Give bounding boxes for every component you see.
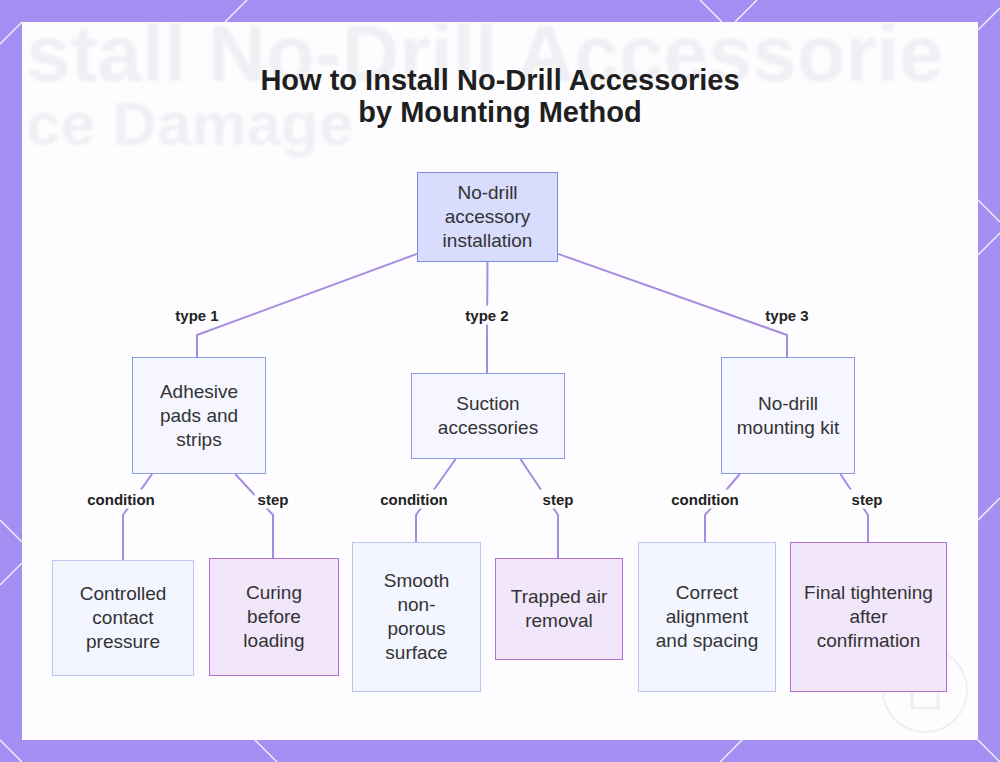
edge-label: step (255, 490, 292, 509)
condition-box: Smooth non-porous surface (352, 542, 481, 692)
node-label: Smooth non-porous surface (375, 569, 458, 665)
connector-line (558, 254, 787, 357)
edge-label: type 3 (762, 306, 811, 325)
step-box: Final tightening after confirmation (790, 542, 947, 692)
condition-box: Controlled contact pressure (52, 560, 194, 676)
connector-line (520, 459, 558, 558)
node-label: No-drill accessory installation (428, 181, 547, 253)
method-box: Suction accessories (411, 373, 565, 459)
edge-label: type 2 (462, 306, 511, 325)
node-label: No-drill mounting kit (734, 392, 842, 440)
node-label: Adhesive pads and strips (145, 380, 253, 452)
connector-line (197, 254, 417, 357)
node-label: Suction accessories (422, 392, 554, 440)
edge-label: condition (377, 490, 451, 509)
root-box: No-drill accessory installation (417, 172, 558, 262)
connector-line (123, 474, 152, 560)
method-box: No-drill mounting kit (721, 357, 855, 474)
condition-box: Correct alignment and spacing (638, 542, 776, 692)
node-label: Trapped air removal (510, 585, 608, 633)
edge-label: step (540, 490, 577, 509)
step-box: Curing before loading (209, 558, 339, 676)
node-label: Final tightening after confirmation (801, 581, 936, 653)
edge-label: condition (84, 490, 158, 509)
node-label: Curing before loading (222, 581, 326, 653)
background-watermark: ce Damage (26, 88, 353, 159)
connector-line (235, 474, 273, 558)
edge-label: condition (668, 490, 742, 509)
step-box: Trapped air removal (495, 558, 623, 660)
diagram-title: How to Install No-Drill Accessories by M… (250, 64, 750, 128)
node-label: Correct alignment and spacing (651, 581, 763, 653)
method-box: Adhesive pads and strips (132, 357, 266, 474)
edge-label: type 1 (172, 306, 221, 325)
node-label: Controlled contact pressure (65, 582, 181, 654)
edge-label: step (849, 490, 886, 509)
content-panel (22, 22, 978, 740)
